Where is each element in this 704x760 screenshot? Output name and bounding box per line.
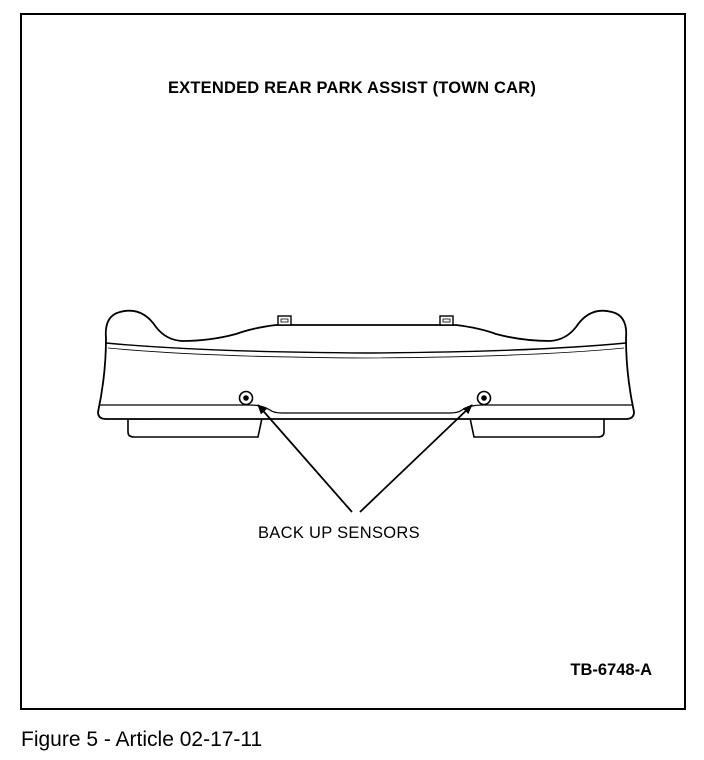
callout-arrow-left: [257, 404, 353, 513]
bumper-lower-valance: [127, 417, 605, 438]
backup-sensor-left: [238, 390, 254, 406]
mounting-clip-right: [439, 315, 454, 326]
bumper-shoulder-line: [105, 342, 627, 354]
bumper-outline: [97, 309, 635, 420]
figure-frame: [20, 13, 686, 710]
mounting-clip-left: [277, 315, 292, 326]
figure-title: EXTENDED REAR PARK ASSIST (TOWN CAR): [167, 79, 537, 97]
figure-caption: Figure 5 - Article 02-17-11: [21, 728, 263, 751]
backup-sensor-right: [476, 390, 492, 406]
figure-code: TB-6748-A: [570, 661, 652, 679]
backup-sensors-label: BACK UP SENSORS: [258, 524, 420, 542]
callout-arrow-right: [359, 404, 473, 513]
